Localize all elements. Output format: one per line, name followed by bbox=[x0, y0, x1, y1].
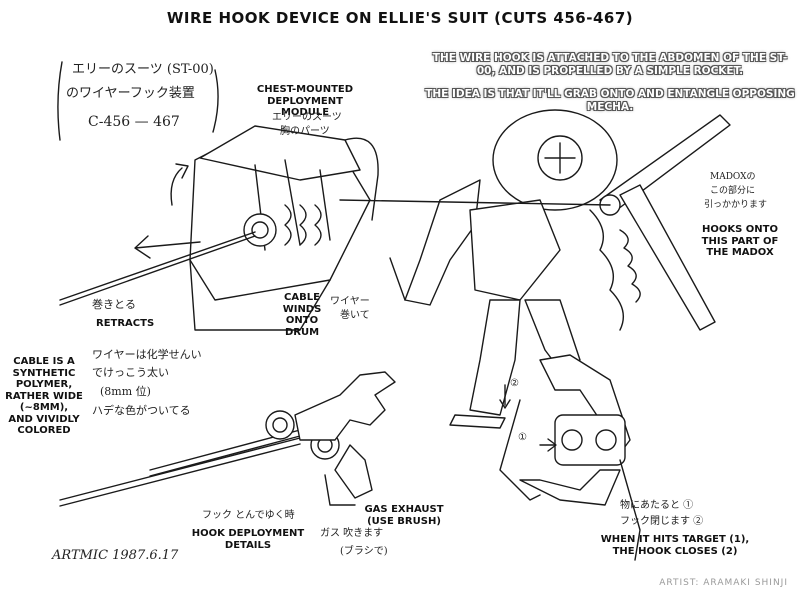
cable-winds-line-4: drum bbox=[284, 326, 320, 338]
jp-madox-2: この部分に bbox=[710, 186, 756, 196]
jp-chest-2: 胸のパーツ bbox=[280, 126, 330, 137]
jp-hook-deploy: フック とんでゆく時 bbox=[202, 510, 295, 521]
open-hook-drawing bbox=[59, 371, 396, 507]
bracket-left bbox=[57, 61, 63, 141]
chest-module-drawing bbox=[59, 125, 379, 331]
mecha-figure-drawing bbox=[339, 109, 731, 429]
jp-chest-1: エリーのスーツ bbox=[272, 112, 342, 123]
cable-winds-label: Cable winds onto drum bbox=[272, 292, 332, 338]
cable-desc-label: Cable is a synthetic polymer, rather wid… bbox=[2, 356, 86, 437]
hooks-onto-label: Hooks onto this part of the Madox bbox=[690, 224, 790, 259]
cable-winds-line-3: onto bbox=[285, 315, 319, 326]
cable-desc-line-7: colored bbox=[17, 425, 71, 436]
chest-module-line-1: Chest-mounted bbox=[256, 84, 354, 95]
jp-cut-range: C-456 — 467 bbox=[88, 114, 180, 130]
jp-target-2: フック閉じます ② bbox=[620, 516, 704, 527]
target-label: When it hits target (1), the hook closes… bbox=[590, 534, 760, 557]
gas-exhaust-line-1: Gas exhaust bbox=[364, 504, 444, 515]
chest-module-label: Chest-mounted deployment module bbox=[245, 84, 365, 119]
note-line-2: The idea is that it'll grab onto and ent… bbox=[425, 88, 795, 114]
jp-brush: (ブラシで) bbox=[340, 546, 388, 557]
jp-target-1: 物にあたると ① bbox=[620, 500, 694, 511]
jp-title-line-2: のワイヤーフック装置 bbox=[66, 86, 195, 101]
jp-winds-2: 巻いて bbox=[340, 310, 370, 321]
cable-winds-line-2: winds bbox=[282, 303, 322, 315]
gas-exhaust-label: Gas exhaust (use brush) bbox=[354, 504, 454, 527]
signature: ARTMIC 1987.6.17 bbox=[52, 548, 179, 563]
jp-cable-4: ハデな色がついてる bbox=[92, 404, 191, 417]
hooks-onto-line-3: the Madox bbox=[706, 247, 774, 258]
jp-madox-3: 引っかかります bbox=[704, 200, 768, 210]
hooks-onto-line-1: Hooks onto bbox=[702, 224, 778, 235]
closed-hook-drawing bbox=[499, 354, 641, 561]
jp-cable-2: でけっこう太い bbox=[92, 366, 169, 379]
hook-deploy-line-1: Hook deployment bbox=[191, 528, 305, 539]
sheet-title: Wire Hook Device on Ellie's Suit (Cuts 4… bbox=[166, 9, 634, 27]
jp-cable-1: ワイヤーは化学せんい bbox=[92, 348, 202, 361]
jp-gas: ガス 吹きます bbox=[320, 528, 384, 539]
artist-credit: Artist: Aramaki Shinji bbox=[659, 578, 788, 588]
jp-cable-3: (8mm 位) bbox=[100, 385, 151, 398]
cable-desc-line-4: rather wide bbox=[5, 390, 83, 402]
cable-desc-line-6: and vividly bbox=[8, 413, 80, 425]
hooks-onto-line-2: this part of bbox=[701, 235, 779, 247]
jp-num-1: ① bbox=[518, 432, 527, 443]
cable-desc-line-1: Cable is a bbox=[13, 356, 75, 367]
retracts-label: Retracts bbox=[96, 318, 155, 329]
target-line-2: the hook closes (2) bbox=[612, 545, 738, 557]
hook-deploy-line-2: details bbox=[224, 539, 272, 551]
target-line-1: When it hits target (1), bbox=[600, 534, 750, 545]
cable-winds-line-1: Cable bbox=[284, 292, 320, 303]
bracket-right bbox=[212, 69, 219, 133]
cable-desc-line-3: polymer, bbox=[15, 379, 73, 390]
note-line-1: The wire hook is attached to the abdomen… bbox=[432, 52, 788, 78]
gas-exhaust-line-2: (use brush) bbox=[367, 515, 441, 527]
jp-madox-1: MADOXの bbox=[710, 172, 756, 182]
cable-desc-line-5: (~8mm), bbox=[19, 402, 69, 413]
chest-module-line-2: deployment module bbox=[267, 95, 343, 119]
jp-winds-1: ワイヤー bbox=[330, 296, 370, 307]
jp-title-line-1: エリーのスーツ (ST-00) bbox=[72, 62, 214, 77]
jp-retract: 巻きとる bbox=[92, 298, 136, 311]
cable-desc-line-2: synthetic bbox=[12, 367, 76, 379]
hook-deploy-label: Hook deployment details bbox=[178, 528, 318, 551]
jp-num-2: ② bbox=[510, 378, 519, 389]
